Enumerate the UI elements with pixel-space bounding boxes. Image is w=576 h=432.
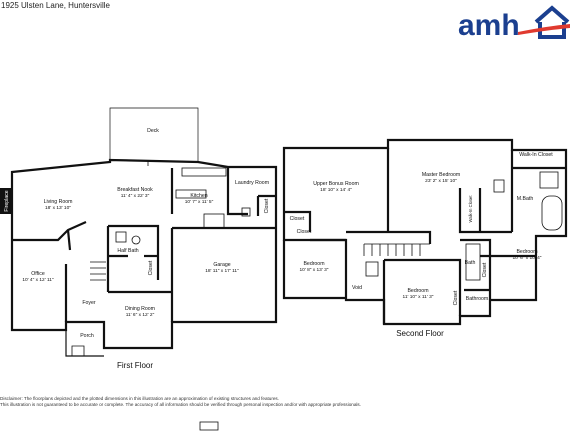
first-floor-caption: First Floor — [117, 361, 153, 370]
bedroom-center-label: Bedroom — [407, 288, 428, 294]
bedroom-right-dims: 10' 6" x 10' 4" — [513, 255, 542, 261]
dining-room-dims: 11' 6" x 12' 2" — [126, 312, 155, 318]
second-floor-caption: Second Floor — [396, 329, 444, 338]
bathroom-label: Bathroom — [466, 296, 489, 302]
master-bedroom-label: Master Bedroom — [422, 172, 460, 178]
right-closet-label: Closet — [482, 262, 488, 277]
mbath-label: M.Bath — [517, 196, 534, 202]
disclaimer-line-2: This illustration is not guaranteed to b… — [0, 402, 361, 408]
disclaimer: Disclaimer: The floorplans depicted and … — [0, 396, 576, 409]
bedroom-center-dims: 11' 10" x 11' 3" — [403, 294, 434, 300]
hall-closet-2f-label: Closet — [297, 229, 312, 235]
second-floor-fixtures — [199, 171, 563, 431]
breakfast-nook-dims: 11' 4" x 22' 3" — [121, 193, 150, 199]
kitchen-label: Kitchen — [190, 193, 207, 199]
foyer-label: Foyer — [82, 300, 96, 306]
porch-label: Porch — [80, 333, 94, 339]
first-floor-fixtures — [71, 160, 270, 357]
logo-swoosh-icon — [518, 24, 570, 35]
breakfast-nook-label: Breakfast Nook — [117, 187, 153, 193]
bedroom-left-dims: 10' 8" x 13' 3" — [300, 267, 329, 273]
logo-wordmark: amh — [458, 9, 520, 40]
bedroom-right-label: Bedroom — [516, 249, 537, 255]
living-room-label: Living Room — [44, 199, 73, 205]
dining-room-label: Dining Room — [125, 306, 155, 312]
office-label: Office — [31, 271, 45, 277]
deck-label: Deck — [147, 128, 159, 134]
property-address: 1925 Ulsten Lane, Huntersville — [1, 1, 110, 10]
upper-bonus-room-dims: 18' 10" x 14' 4" — [320, 187, 352, 193]
amh-logo: amh — [458, 5, 570, 40]
deck-outline — [109, 107, 199, 162]
second-floor-walls — [282, 138, 568, 326]
logo-house-roof-icon — [534, 5, 570, 24]
fireplace-box — [0, 188, 12, 214]
master-walk-in-closet-small-label: Walk-In Closet — [468, 195, 473, 223]
master-bedroom-dims: 23' 2" x 15' 10" — [425, 178, 457, 184]
fireplace-label: Fireplace — [4, 190, 10, 211]
half-bath-label: Half Bath — [117, 248, 138, 254]
kitchen-dims: 10' 7" x 11' 5" — [185, 199, 214, 205]
upper-bonus-room-label: Upper Bonus Room — [313, 181, 359, 187]
disclaimer-line-1: Disclaimer: The floorplans depicted and … — [0, 396, 280, 401]
walk-in-closet-label: Walk-In Closet — [519, 152, 553, 158]
bonus-closet-label: Closet — [290, 216, 305, 222]
bath-label: Bath — [465, 260, 476, 266]
kitchen-closet-label: Closet — [264, 198, 270, 213]
bedroom-left-label: Bedroom — [303, 261, 324, 267]
first-floor-walls — [10, 107, 278, 357]
laundry-room-label: Laundry Room — [235, 180, 269, 186]
living-room-dims: 18' x 13' 10" — [45, 205, 71, 211]
garage-dims: 18' 11" x 17' 11" — [205, 268, 239, 274]
center-closet-label: Closet — [453, 290, 459, 305]
void-label: Void — [352, 285, 362, 291]
hall-closet-label: Closet — [148, 260, 154, 275]
garage-label: Garage — [213, 262, 230, 268]
office-dims: 10' 4" x 12' 11" — [22, 277, 54, 283]
